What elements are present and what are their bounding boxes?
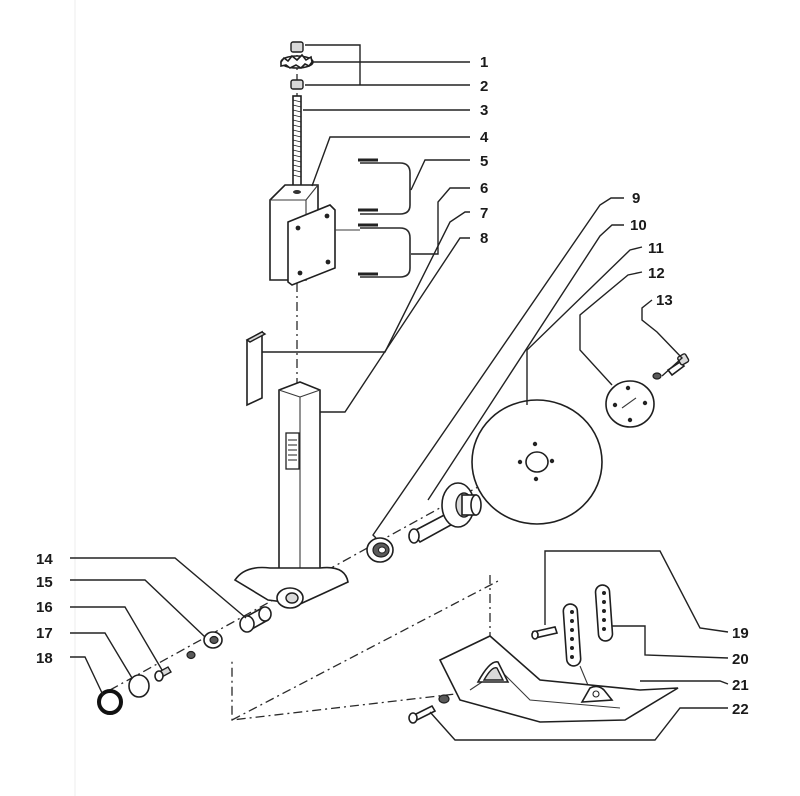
part-19-pin	[531, 626, 559, 640]
part-7-angle-plate	[245, 330, 267, 407]
callout-6: 6	[480, 180, 488, 197]
callout-16: 16	[36, 599, 53, 616]
part-11-disc	[471, 399, 603, 525]
callout-21: 21	[732, 677, 749, 694]
callout-5: 5	[480, 153, 488, 170]
part-15-washer	[203, 631, 223, 649]
callout-19: 19	[732, 625, 749, 642]
leader-lines	[70, 44, 729, 741]
part-18-ring	[97, 689, 123, 715]
part-10-hub-axle	[408, 482, 482, 544]
part-22-bolt-nut	[408, 694, 450, 724]
part-9-bearing	[366, 537, 394, 563]
callout-14: 14	[36, 551, 53, 568]
callout-9: 9	[632, 190, 640, 207]
part-16-bolt	[154, 650, 196, 682]
callout-20: 20	[732, 651, 749, 668]
part-6-u-bolt-lower	[358, 223, 411, 278]
part-12-cover-plate	[605, 380, 655, 428]
part-14-bushing	[239, 606, 272, 633]
part-8-main-post	[233, 381, 349, 609]
callout-10: 10	[630, 217, 647, 234]
callout-numbers: 1 2 3 4 5 6 7 8 9 10 11 12 13 14 15 16 1…	[36, 54, 749, 718]
callout-12: 12	[648, 265, 665, 282]
part-13-bolt-washer	[652, 353, 690, 380]
callout-7: 7	[480, 205, 488, 222]
callout-1: 1	[480, 54, 488, 71]
part-17-cap	[128, 674, 150, 698]
callout-2: 2	[480, 78, 488, 95]
callout-22: 22	[732, 701, 749, 718]
callout-11: 11	[648, 240, 664, 257]
part-21-scraper-blade	[438, 635, 679, 723]
part-5-u-bolt-upper	[358, 158, 411, 215]
callout-13: 13	[656, 292, 673, 309]
callout-15: 15	[36, 574, 53, 591]
callout-8: 8	[480, 230, 488, 247]
part-4-clamp-block	[269, 184, 336, 286]
callout-17: 17	[36, 625, 53, 642]
part-2-nut	[290, 79, 304, 90]
callout-3: 3	[480, 102, 488, 119]
part-3-threaded-rod	[292, 95, 302, 187]
part-20-slotted-bars	[562, 584, 614, 691]
callout-18: 18	[36, 650, 53, 667]
callout-4: 4	[480, 129, 489, 146]
